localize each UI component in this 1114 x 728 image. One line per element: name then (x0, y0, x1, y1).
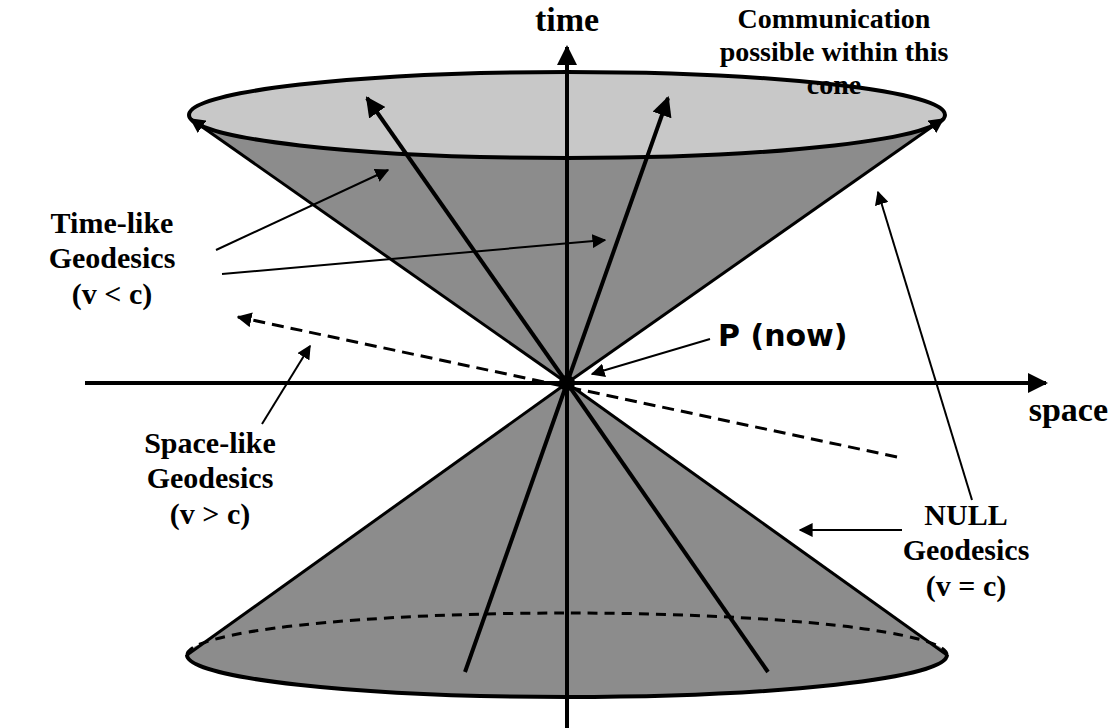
axis-label: space (988, 390, 1108, 430)
leader-arrow (216, 170, 388, 250)
leader-arrow (878, 192, 972, 500)
timelike-worldline (465, 383, 567, 672)
event-label: P (now) (718, 318, 918, 353)
axis-label: time (507, 0, 627, 40)
timelike-worldline (567, 98, 668, 383)
timelike-worldline (567, 383, 768, 672)
geodesic-label: NULL Geodesics (v = c) (891, 497, 1041, 603)
leader-arrow (800, 529, 902, 531)
null-geodesic-arrow (567, 119, 943, 383)
null-geodesic-arrow (191, 119, 567, 383)
null-geodesic (567, 383, 947, 655)
event-point (559, 375, 575, 391)
geodesic-label: Space-like Geodesics (v > c) (135, 425, 285, 531)
cone-note: Communication possible within this cone (703, 2, 965, 101)
timelike-worldline (367, 98, 567, 383)
geodesic-label: Time-like Geodesics (v < c) (37, 205, 187, 311)
leader-arrow (262, 346, 310, 424)
leader-arrow (222, 240, 605, 274)
leader-arrow (592, 339, 710, 374)
